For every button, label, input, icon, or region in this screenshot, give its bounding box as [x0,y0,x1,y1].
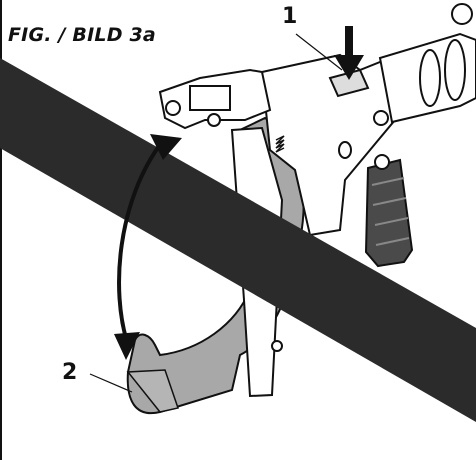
spring [275,135,285,153]
leader-2 [89,373,133,393]
arrow-head-top [150,134,182,160]
bolt [271,340,283,352]
curved-arrow [117,140,164,346]
leader-1 [295,33,343,71]
cylinder-ring-2 [444,39,466,101]
grip-ribs [371,177,410,246]
pivot [338,141,352,159]
cylinder-ring [419,49,441,107]
body-bolt-2 [374,154,390,170]
handle-grip [364,158,414,268]
figure-border [0,0,2,460]
top-fitting [451,3,473,25]
jaw-tip [126,369,179,413]
callout-1: 1 [282,4,298,29]
arrow-head-bottom [114,332,140,360]
callout-2: 2 [62,360,78,385]
head-window [189,85,231,111]
head-bolt-left [165,100,181,116]
head-bolt-right [207,113,221,127]
body-bolt [373,110,389,126]
dark-band [0,58,476,422]
figure-caption: FIG. / BILD 3a [8,24,156,46]
tool-body [260,53,397,237]
press-arrow [334,26,364,80]
